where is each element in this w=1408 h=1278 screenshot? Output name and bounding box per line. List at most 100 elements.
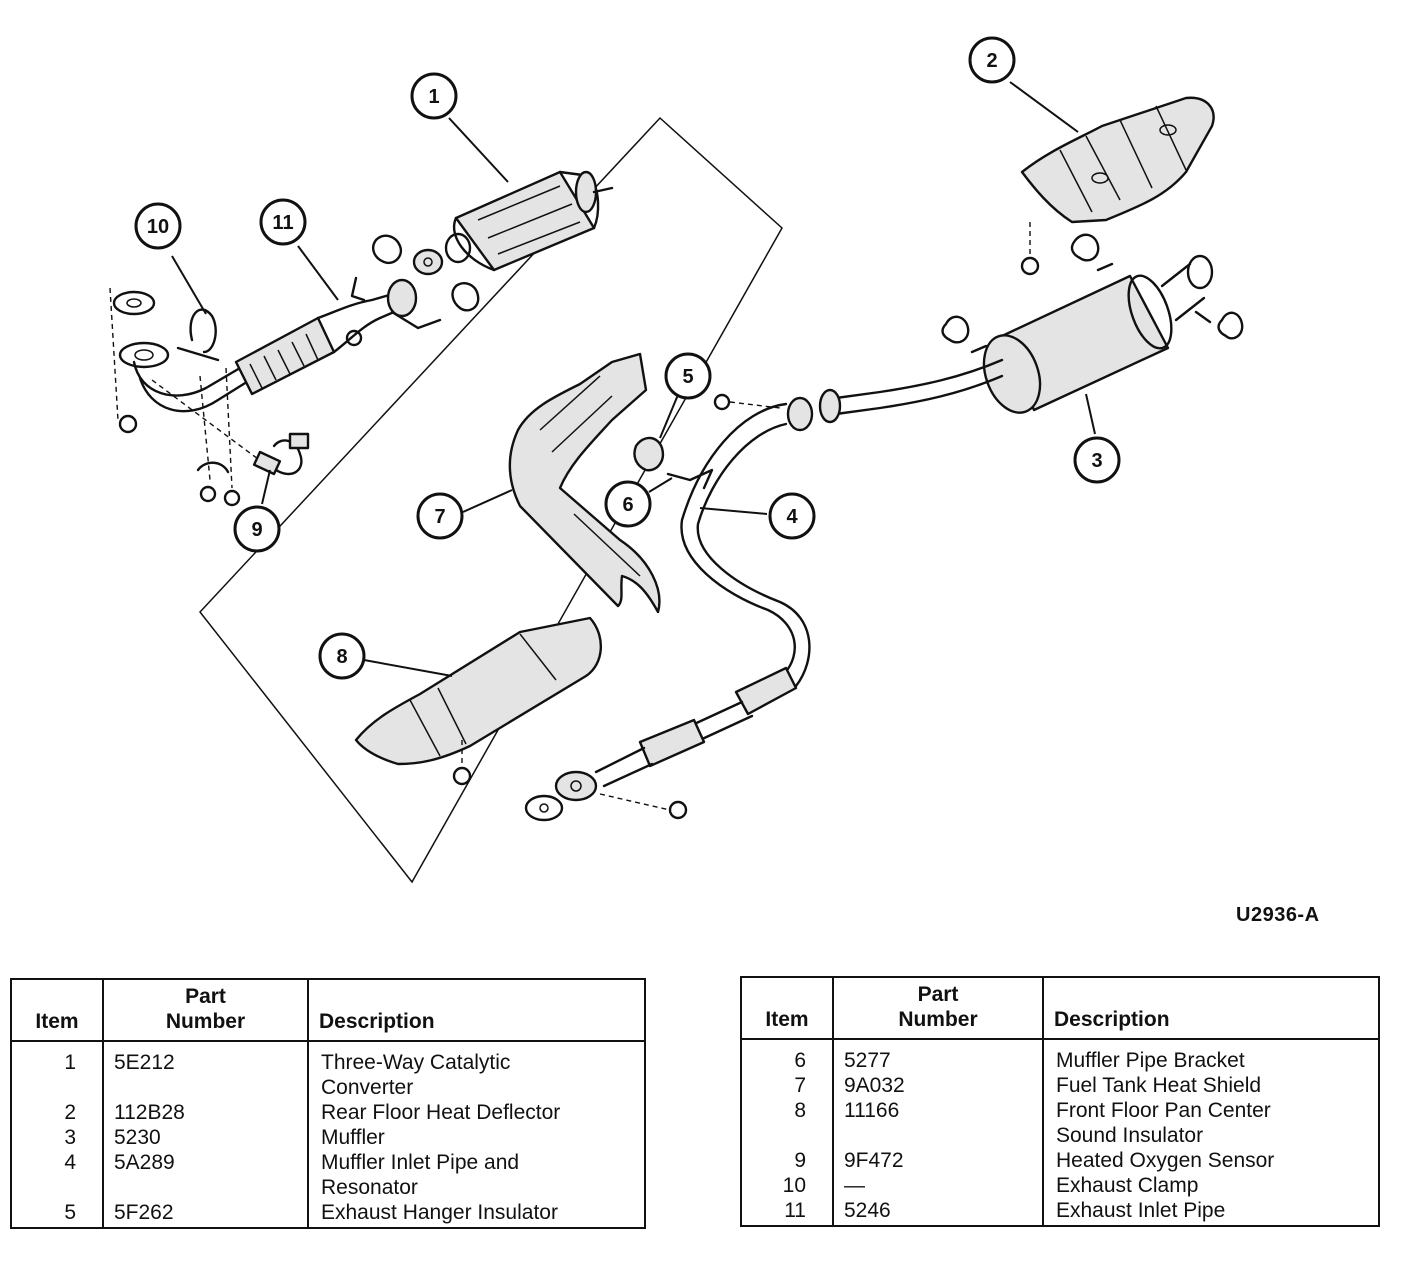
- row-description: Muffler Inlet Pipe and Resonator: [307, 1150, 645, 1200]
- row-item: 9: [794, 1149, 806, 1172]
- header-part-line1: Part: [917, 983, 959, 1006]
- desc-line1: Exhaust Inlet Pipe: [1056, 1199, 1226, 1222]
- callout-8: 8: [318, 632, 366, 680]
- desc-line1: Exhaust Clamp: [1056, 1174, 1199, 1197]
- table-row: 8 11166 Front Floor Pan Center Sound Ins…: [741, 1098, 1379, 1148]
- callout-2: 2: [968, 36, 1016, 84]
- svg-text:3: 3: [1091, 450, 1102, 472]
- header-part-number: Part Number: [102, 979, 308, 1042]
- svg-text:5: 5: [682, 366, 693, 388]
- table-row: 3 5230 Muffler: [11, 1125, 645, 1150]
- row-part-number: 5A289: [102, 1150, 308, 1200]
- header-part-line2: Number: [898, 1008, 978, 1031]
- callout-4: 4: [768, 492, 816, 540]
- row-item: 4: [64, 1151, 76, 1174]
- desc-line1: Muffler Pipe Bracket: [1056, 1049, 1245, 1072]
- parts-table-left: Item Part Number Description 1 5E212 Thr…: [10, 978, 646, 1229]
- desc-line1: Three-Way Catalytic: [321, 1051, 511, 1074]
- desc-line1: Fuel Tank Heat Shield: [1056, 1074, 1262, 1097]
- row-description: Muffler Pipe Bracket: [1042, 1039, 1379, 1073]
- muffler-drawing: [941, 254, 1244, 414]
- desc-line2: Resonator: [321, 1176, 418, 1199]
- table-row: 11 5246 Exhaust Inlet Pipe: [741, 1198, 1379, 1226]
- callout-11: 11: [259, 198, 307, 246]
- svg-text:9: 9: [251, 519, 262, 541]
- row-item: 3: [64, 1126, 76, 1149]
- header-item: Item: [11, 979, 103, 1042]
- desc-line1: Heated Oxygen Sensor: [1056, 1149, 1275, 1172]
- svg-text:10: 10: [147, 216, 169, 238]
- row-item: 5: [64, 1201, 76, 1224]
- oxygen-sensor-drawing: [151, 379, 310, 476]
- row-part-number: 9F472: [832, 1148, 1043, 1173]
- row-item: 7: [794, 1074, 806, 1097]
- row-description: Exhaust Inlet Pipe: [1042, 1198, 1379, 1226]
- table-row: 5 5F262 Exhaust Hanger Insulator: [11, 1200, 645, 1228]
- row-description: Fuel Tank Heat Shield: [1042, 1073, 1379, 1098]
- row-description: Muffler: [307, 1125, 645, 1150]
- header-description: Description: [1042, 977, 1379, 1040]
- rear-floor-heat-deflector-drawing: [1020, 96, 1215, 276]
- row-description: Exhaust Clamp: [1042, 1173, 1379, 1198]
- row-item: 1: [64, 1051, 76, 1074]
- svg-text:6: 6: [622, 494, 633, 516]
- desc-line1: Rear Floor Heat Deflector: [321, 1101, 561, 1124]
- table-row: 4 5A289 Muffler Inlet Pipe and Resonator: [11, 1150, 645, 1200]
- hanger-insulator-drawing: [633, 436, 665, 472]
- parts-table-right: Item Part Number Description 6 5277 Muff…: [740, 976, 1380, 1227]
- exhaust-inlet-pipe-drawing: [109, 278, 418, 507]
- row-item: 8: [794, 1099, 806, 1122]
- catalytic-converter-drawing: [350, 170, 614, 330]
- callout-1: 1: [410, 72, 458, 120]
- header-description: Description: [307, 979, 645, 1042]
- svg-text:4: 4: [786, 506, 798, 528]
- table-row: 6 5277 Muffler Pipe Bracket: [741, 1039, 1379, 1073]
- figure-code: U2936-A: [1236, 904, 1320, 926]
- row-item: 2: [64, 1101, 76, 1124]
- row-item: 11: [784, 1199, 806, 1222]
- muffler-inlet-pipe-drawing: [524, 358, 1004, 822]
- row-part-number: 5F262: [102, 1200, 308, 1228]
- row-description: Front Floor Pan Center Sound Insulator: [1042, 1098, 1379, 1148]
- callout-5: 5: [664, 352, 712, 400]
- row-part-number: 9A032: [832, 1073, 1043, 1098]
- desc-line1: Muffler: [321, 1126, 385, 1149]
- row-description: Three-Way Catalytic Converter: [307, 1041, 645, 1100]
- svg-text:1: 1: [428, 86, 439, 108]
- desc-line1: Front Floor Pan Center: [1056, 1099, 1271, 1122]
- svg-text:7: 7: [434, 506, 445, 528]
- callout-9: 9: [233, 505, 281, 553]
- callout-10: 10: [134, 202, 182, 250]
- callout-3: 3: [1073, 436, 1121, 484]
- callout-6: 6: [604, 480, 652, 528]
- row-item: 6: [794, 1049, 806, 1072]
- pipe-bracket-drawing: [666, 468, 714, 490]
- shield-group-outline: [199, 116, 783, 884]
- row-description: Exhaust Hanger Insulator: [307, 1200, 645, 1228]
- row-description: Heated Oxygen Sensor: [1042, 1148, 1379, 1173]
- row-part-number: 5277: [832, 1039, 1043, 1073]
- row-part-number: 5230: [102, 1125, 308, 1150]
- svg-text:11: 11: [272, 212, 293, 234]
- table-row: 1 5E212 Three-Way Catalytic Converter: [11, 1041, 645, 1100]
- header-part-line2: Number: [165, 1010, 246, 1033]
- header-item: Item: [741, 977, 833, 1040]
- svg-text:2: 2: [986, 50, 997, 72]
- row-part-number: 11166: [832, 1098, 1043, 1148]
- row-part-number: 112B28: [102, 1100, 308, 1125]
- table-header-row: Item Part Number Description: [741, 977, 1379, 1040]
- row-item: 10: [782, 1174, 806, 1197]
- table-row: 7 9A032 Fuel Tank Heat Shield: [741, 1073, 1379, 1098]
- exhaust-clamp-drawing: [176, 308, 220, 362]
- svg-text:8: 8: [336, 646, 347, 668]
- header-part-line1: Part: [185, 985, 226, 1008]
- callout-7: 7: [416, 492, 464, 540]
- table-row: 10 — Exhaust Clamp: [741, 1173, 1379, 1198]
- desc-line1: Exhaust Hanger Insulator: [321, 1201, 558, 1224]
- front-floor-sound-insulator-drawing: [354, 616, 603, 786]
- row-description: Rear Floor Heat Deflector: [307, 1100, 645, 1125]
- desc-line2: Sound Insulator: [1056, 1124, 1204, 1147]
- row-part-number: —: [832, 1173, 1043, 1198]
- desc-line2: Converter: [321, 1076, 414, 1099]
- exhaust-system-diagram: 1 2 3 4 5 6 7 8 9 10 11: [109, 36, 1244, 884]
